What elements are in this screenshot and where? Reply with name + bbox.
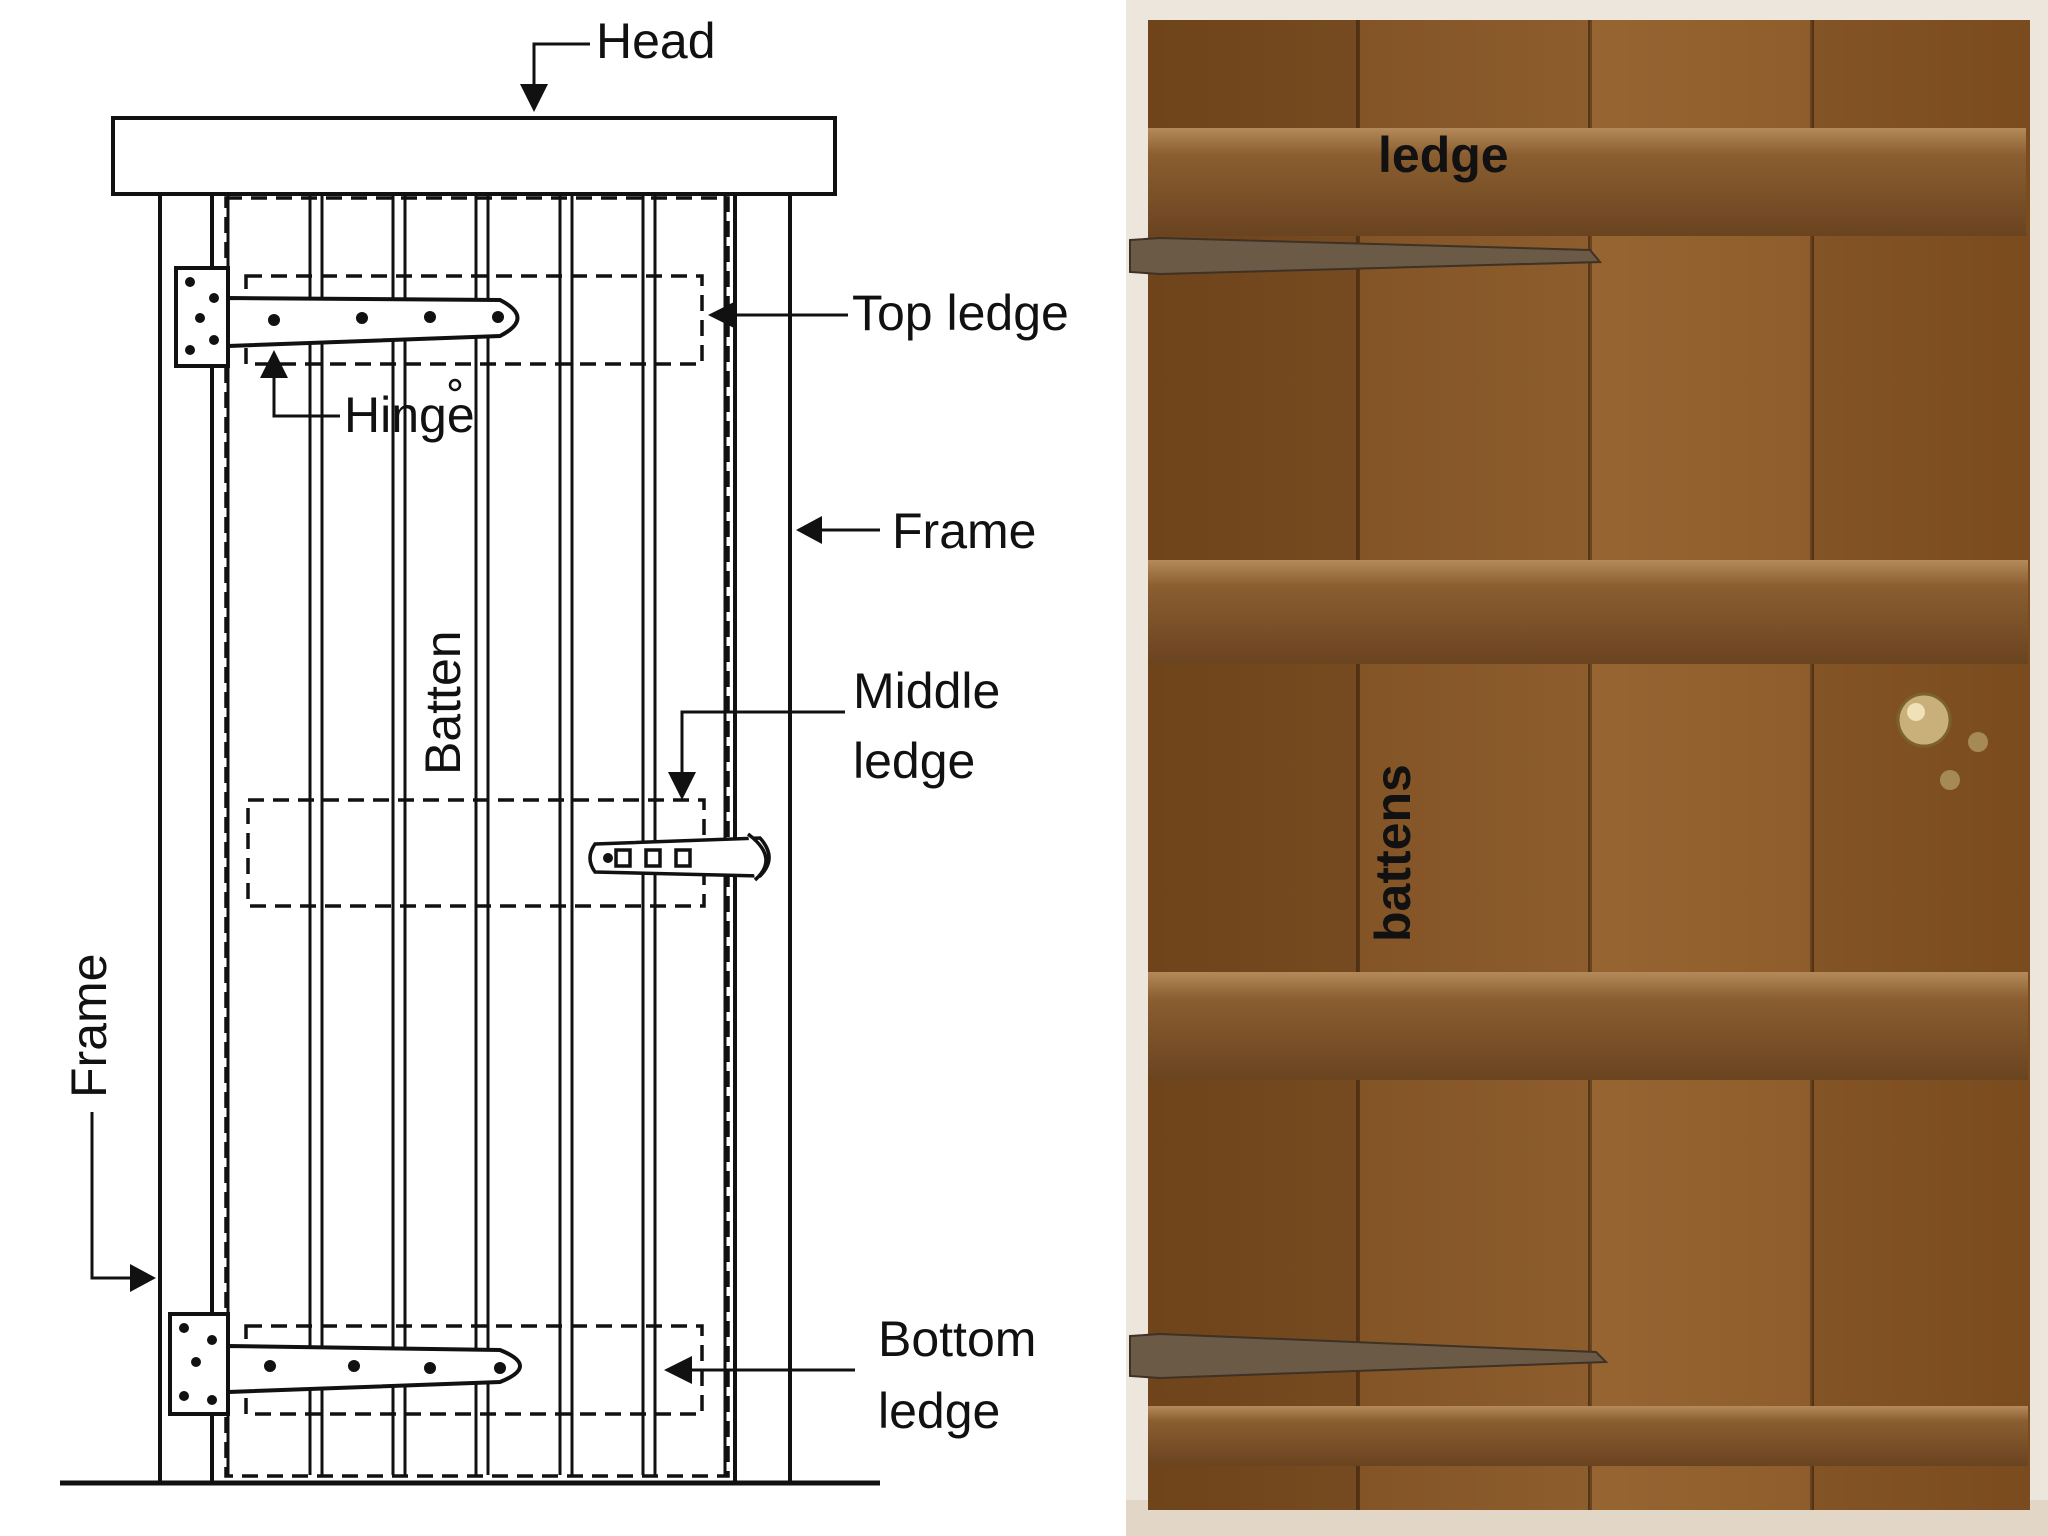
photo-label-battens: battens — [1365, 764, 1421, 942]
label-frame-right: Frame — [892, 503, 1036, 559]
label-bottom-ledge-line1: Bottom — [878, 1311, 1036, 1367]
photo-ledge-top — [1148, 128, 2026, 236]
label-hinge: Hinge — [344, 387, 475, 443]
top-ledge-arrow — [708, 302, 734, 328]
photo-ledge-bottom — [1148, 1406, 2028, 1466]
top-hinge — [174, 266, 520, 368]
photo-label-ledge: ledge — [1378, 127, 1509, 183]
hinge-screw-mark — [448, 378, 462, 392]
middle-ledge-arrow — [668, 772, 696, 800]
hinge-arrow — [260, 350, 288, 378]
door-battens — [226, 196, 727, 1475]
photo-hinges — [1129, 236, 1609, 1380]
label-batten: Batten — [415, 630, 471, 775]
photo-ledge-second — [1148, 560, 2028, 664]
label-head: Head — [596, 13, 716, 69]
photo-hinge-bottom — [1129, 1332, 1609, 1380]
bottom-ledge-arrow — [664, 1356, 692, 1384]
door-photo: ledge battens — [1126, 0, 2048, 1536]
leader-lines — [90, 42, 880, 1372]
head-arrow — [520, 84, 548, 112]
photo-ledge-third — [1148, 972, 2028, 1080]
label-middle-ledge-line2: ledge — [853, 733, 975, 789]
door-head — [111, 116, 837, 196]
door-leaf-outline — [224, 196, 730, 1478]
top-ledge-outline — [244, 274, 704, 366]
label-bottom-ledge-line2: ledge — [878, 1383, 1000, 1439]
label-frame-left: Frame — [61, 954, 117, 1098]
label-top-ledge: Top ledge — [852, 285, 1069, 341]
photo-door-knob — [1896, 692, 1988, 790]
diagram-labels: Head Top ledge Hinge Frame Batten Middle… — [61, 13, 1069, 1439]
frame-left-arrow — [130, 1264, 156, 1292]
door-line-diagram — [60, 42, 880, 1486]
door-bolt — [588, 832, 771, 882]
arrowheads — [130, 84, 822, 1384]
bottom-hinge — [168, 1312, 522, 1416]
label-middle-ledge-line1: Middle — [853, 663, 1000, 719]
frame-right-arrow — [796, 516, 822, 544]
photo-hinge-top — [1129, 236, 1603, 276]
photo-ledges — [1148, 128, 2028, 1466]
